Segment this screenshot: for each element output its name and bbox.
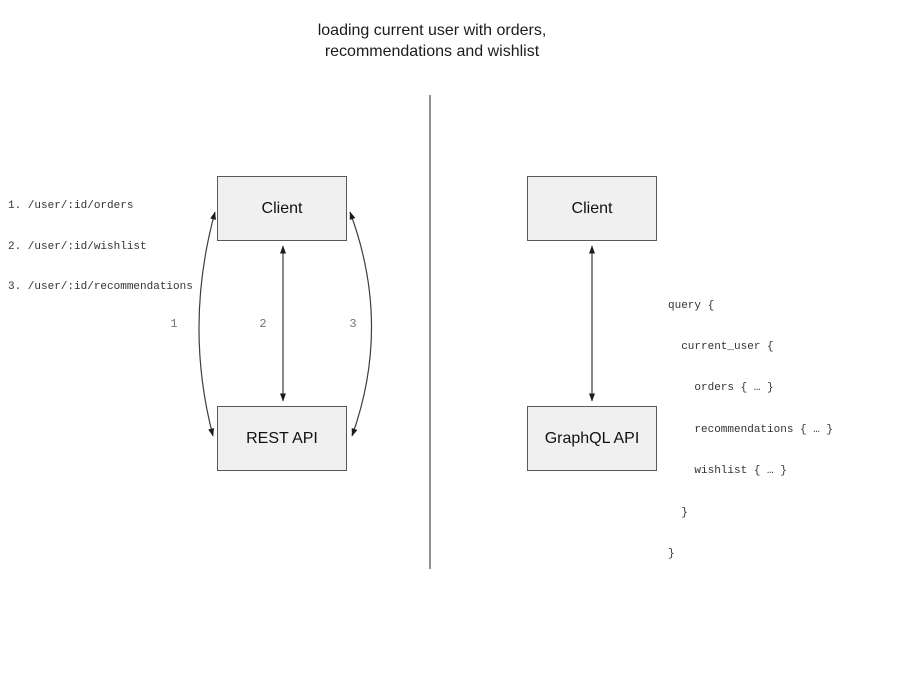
endpoint-item: 2. /user/:id/wishlist [8,240,147,253]
rest-call-3-label: 3 [349,317,357,331]
graphql-query-block: query { current_user { orders { … } reco… [668,272,833,589]
rest-call-3-arc [349,211,373,437]
rest-api-box: REST API [217,406,347,471]
rest-api-box-label: REST API [246,429,318,447]
rest-client-box-label: Client [261,199,303,217]
rest-client-box: Client [217,176,347,241]
endpoint-item: 3. /user/:id/recommendations [8,281,193,293]
title-line-2: recommendations and wishlist [324,43,540,60]
graphql-client-box-label: Client [571,199,613,217]
query-line: } [668,547,675,560]
query-line: } [668,506,688,519]
query-line: recommendations { … } [668,423,834,436]
diagram-title: loading current user with orders, recomm… [232,20,632,62]
title-line-1: loading current user with orders, [317,22,547,39]
query-line: current_user { [668,340,774,353]
query-line: wishlist { … } [668,465,787,478]
query-line: query { [668,299,715,312]
rest-call-2-label: 2 [259,317,267,331]
graphql-client-box: Client [527,176,657,241]
rest-call-1-arc [198,211,216,437]
graphql-api-box-label: GraphQL API [544,429,640,447]
graphql-api-box: GraphQL API [527,406,657,471]
endpoint-item: 1. /user/:id/orders [8,200,134,212]
query-line: orders { … } [668,382,774,395]
rest-call-1-label: 1 [170,317,178,331]
rest-endpoint-list: 1. /user/:id/orders 2. /user/:id/wishlis… [8,173,193,322]
